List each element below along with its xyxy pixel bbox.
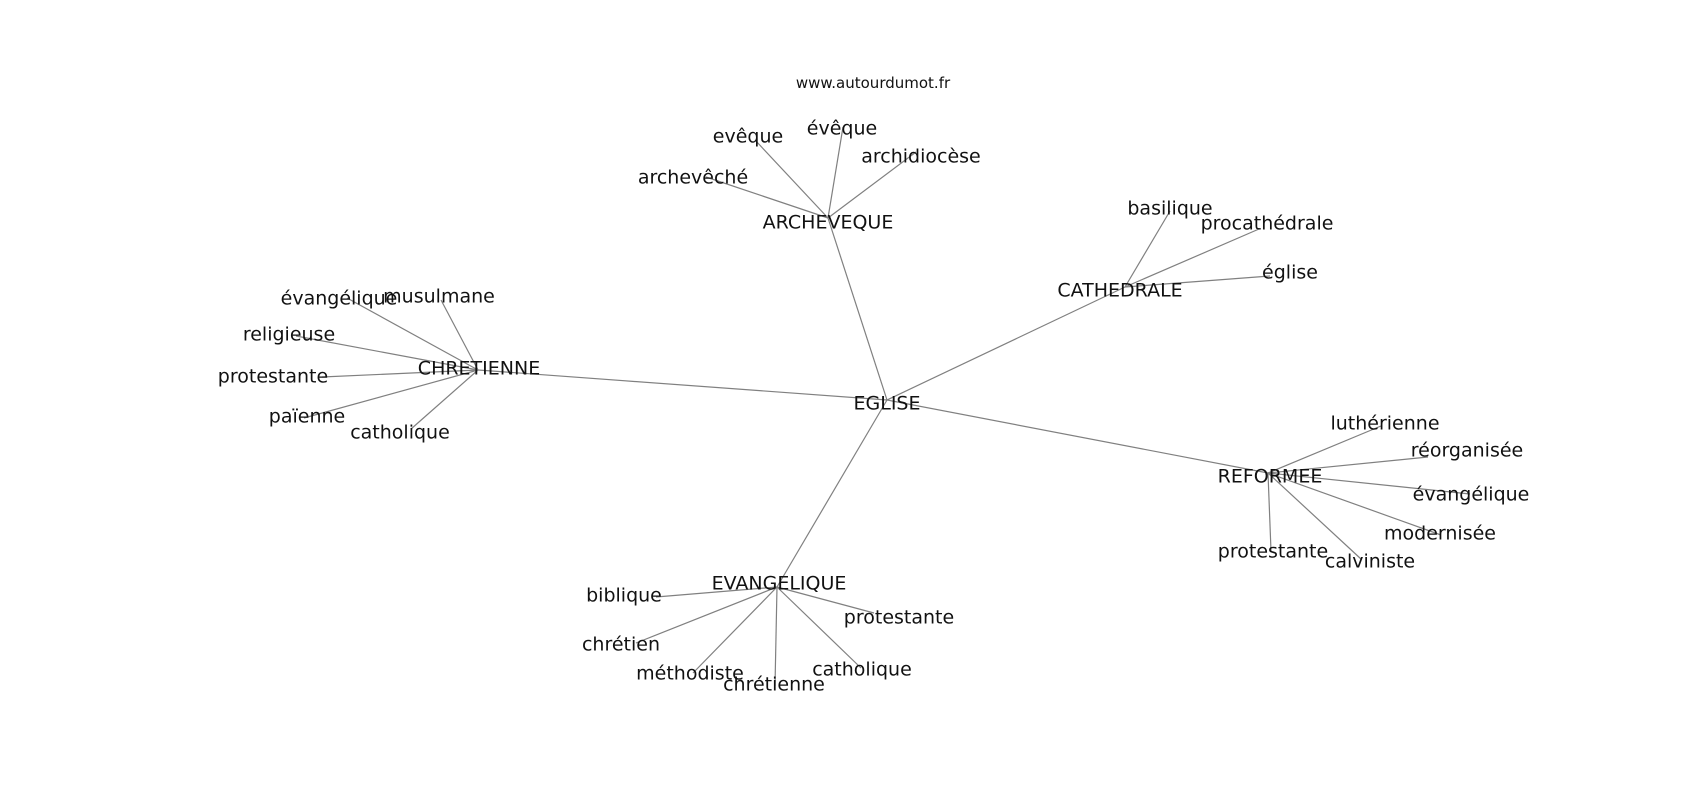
edge-root-to-reformee xyxy=(886,399,1269,474)
edge-archeveque-word-1 xyxy=(754,139,829,219)
edge-evangelique-word-4 xyxy=(692,586,778,674)
edge-archeveque-word-2 xyxy=(827,126,844,219)
leaf-node-archeveque-0: archevêché xyxy=(638,167,748,189)
edge-cathedrale-word-0 xyxy=(1124,210,1171,288)
edge-root-to-evangelique xyxy=(776,399,888,588)
leaf-node-cathedrale-2: église xyxy=(1262,262,1318,284)
hub-node-evangelique: EVANGELIQUE xyxy=(712,573,847,595)
leaf-node-evangelique-3: catholique xyxy=(812,659,912,681)
edge-root-to-archeveque xyxy=(827,217,888,401)
leaf-node-evangelique-1: protestante xyxy=(844,607,954,629)
leaf-node-archeveque-2: évêque xyxy=(807,118,877,140)
edge-chretienne-word-3 xyxy=(321,369,479,378)
leaf-node-archeveque-3: archidiocèse xyxy=(861,146,981,168)
edge-evangelique-word-1 xyxy=(776,586,875,614)
hub-node-archeveque: ARCHEVEQUE xyxy=(763,212,894,234)
edge-chretienne-word-1 xyxy=(440,299,479,371)
edge-evangelique-word-0 xyxy=(655,586,778,598)
leaf-node-chretienne-5: catholique xyxy=(350,422,450,444)
leaf-node-cathedrale-1: procathédrale xyxy=(1201,213,1334,235)
leaf-node-chretienne-3: protestante xyxy=(218,366,328,388)
edge-chretienne-word-5 xyxy=(410,369,479,430)
leaf-node-reformee-0: luthérienne xyxy=(1330,413,1439,435)
hub-node-cathedrale: CATHEDRALE xyxy=(1057,280,1182,302)
leaf-node-chretienne-2: religieuse xyxy=(243,324,335,346)
leaf-node-cathedrale-0: basilique xyxy=(1127,198,1212,220)
leaf-node-evangelique-5: chrétienne xyxy=(723,674,825,696)
edge-reformee-word-3 xyxy=(1267,472,1442,536)
edge-evangelique-word-5 xyxy=(774,586,778,687)
edge-chretienne-word-0 xyxy=(346,297,479,371)
edge-root-to-chretienne xyxy=(477,369,888,401)
graph-labels: EGLISE ARCHEVEQUE archevêché evêque évêque ar… xyxy=(218,118,1530,696)
edge-chretienne-word-2 xyxy=(295,335,479,371)
edge-archeveque-word-3 xyxy=(827,151,917,219)
leaf-node-chretienne-1: musulmane xyxy=(383,286,495,308)
leaf-node-reformee-5: protestante xyxy=(1218,541,1328,563)
leaf-node-reformee-1: réorganisée xyxy=(1411,440,1524,462)
edge-chretienne-word-4 xyxy=(303,369,479,419)
leaf-node-evangelique-4: méthodiste xyxy=(636,663,744,685)
hub-node-reformee: REFORMEE xyxy=(1218,466,1323,488)
edge-evangelique-word-2 xyxy=(635,586,778,644)
leaf-node-chretienne-0: évangélique xyxy=(281,288,398,310)
edge-reformee-word-2 xyxy=(1267,472,1471,495)
leaf-node-reformee-3: modernisée xyxy=(1384,523,1496,545)
edge-reformee-word-1 xyxy=(1267,456,1429,474)
leaf-node-archeveque-1: evêque xyxy=(713,126,783,148)
watermark-text: www.autourdumot.fr xyxy=(796,74,951,92)
edge-archeveque-word-0 xyxy=(705,176,829,219)
edge-root-to-cathedrale xyxy=(886,286,1126,401)
leaf-node-chretienne-4: païenne xyxy=(269,406,345,428)
leaf-node-reformee-4: calviniste xyxy=(1325,551,1415,573)
edge-reformee-word-0 xyxy=(1267,425,1382,474)
leaf-node-reformee-2: évangélique xyxy=(1413,484,1530,506)
edge-cathedrale-word-2 xyxy=(1124,275,1271,288)
edge-reformee-word-5 xyxy=(1267,472,1272,552)
hub-node-chretienne: CHRETIENNE xyxy=(418,358,540,380)
edge-evangelique-word-3 xyxy=(776,586,862,669)
leaf-node-evangelique-2: chrétien xyxy=(582,634,660,656)
graph-edges xyxy=(295,126,1471,687)
root-node-label: EGLISE xyxy=(854,393,921,415)
edge-cathedrale-word-1 xyxy=(1124,228,1260,288)
edge-reformee-word-4 xyxy=(1267,472,1362,560)
leaf-node-evangelique-0: biblique xyxy=(586,585,662,607)
